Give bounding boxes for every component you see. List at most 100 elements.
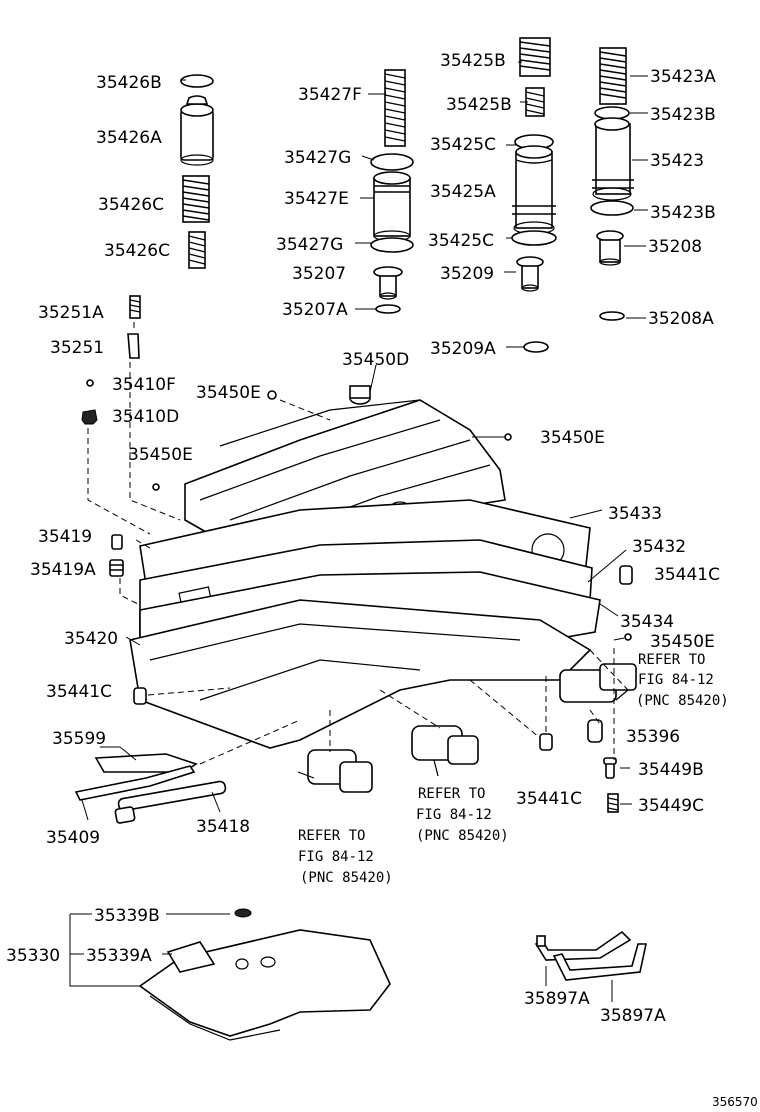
refer-center-line2: FIG 84-12 bbox=[416, 807, 492, 823]
label-35425C-1: 35425C bbox=[430, 135, 496, 155]
label-35441C-1: 35441C bbox=[654, 565, 720, 585]
label-35441C-2: 35441C bbox=[46, 682, 112, 702]
label-35897A-1: 35897A bbox=[524, 989, 590, 1009]
part-35410F-ball bbox=[86, 379, 94, 387]
label-35209A: 35209A bbox=[430, 339, 496, 359]
part-35208A-ring bbox=[599, 311, 625, 321]
label-35409: 35409 bbox=[46, 828, 100, 848]
part-35251-pin bbox=[127, 333, 140, 359]
part-35423-sleeve bbox=[592, 117, 634, 201]
label-35339A: 35339A bbox=[86, 946, 152, 966]
label-35427F: 35427F bbox=[298, 85, 362, 105]
label-35426C-2: 35426C bbox=[104, 241, 170, 261]
label-35426C-1: 35426C bbox=[98, 195, 164, 215]
label-35599: 35599 bbox=[52, 729, 106, 749]
label-35208A: 35208A bbox=[648, 309, 714, 329]
part-35207A-ring bbox=[375, 304, 401, 314]
refer-note-right: REFER TO FIG 84-12 (PNC 85420) bbox=[636, 652, 729, 709]
label-35450D: 35450D bbox=[342, 350, 409, 370]
leader-lines bbox=[69, 61, 648, 1002]
label-35450E-1: 35450E bbox=[196, 383, 261, 403]
part-35450E-ball-right bbox=[624, 633, 632, 641]
label-35251A: 35251A bbox=[38, 303, 104, 323]
part-35423B-ring-lower bbox=[590, 200, 634, 216]
part-35208-plug bbox=[596, 230, 624, 266]
part-35426A-plunger bbox=[180, 95, 214, 166]
label-35425B-2: 35425B bbox=[446, 95, 512, 115]
part-35897A-pipes bbox=[534, 930, 647, 981]
part-35441C-plug-center bbox=[539, 733, 553, 751]
part-35426C-spring-small bbox=[188, 231, 206, 269]
part-35396-plug bbox=[587, 719, 603, 743]
part-35426C-spring-large bbox=[182, 175, 210, 223]
part-35251A-spring bbox=[129, 295, 141, 319]
part-35209-plug bbox=[516, 256, 544, 292]
label-35897A-2: 35897A bbox=[600, 1006, 666, 1026]
part-35418-manual-valve bbox=[114, 780, 227, 824]
label-35208: 35208 bbox=[648, 237, 702, 257]
part-35441C-plug-left bbox=[133, 687, 147, 705]
assembly-dash-lines bbox=[87, 322, 629, 765]
part-35207-plug bbox=[373, 266, 403, 300]
part-35425B-spring-large bbox=[519, 37, 551, 77]
label-35330: 35330 bbox=[6, 946, 60, 966]
part-35427G-ring-lower bbox=[370, 237, 414, 253]
label-35434: 35434 bbox=[620, 612, 674, 632]
label-35420: 35420 bbox=[64, 629, 118, 649]
label-35427G-2: 35427G bbox=[276, 235, 343, 255]
label-35426A: 35426A bbox=[96, 128, 162, 148]
label-35419A: 35419A bbox=[30, 560, 96, 580]
part-35427E-sleeve bbox=[373, 171, 411, 242]
label-35207A: 35207A bbox=[282, 300, 348, 320]
label-35423A: 35423A bbox=[650, 67, 716, 87]
label-35450E-4: 35450E bbox=[650, 632, 715, 652]
refer-right-line3: (PNC 85420) bbox=[636, 693, 729, 709]
label-35432: 35432 bbox=[632, 537, 686, 557]
part-35427F-spring bbox=[384, 69, 406, 147]
refer-right-line2: FIG 84-12 bbox=[638, 672, 714, 688]
label-35209: 35209 bbox=[440, 264, 494, 284]
refer-center-line1: REFER TO bbox=[418, 786, 485, 802]
refer-note-left: REFER TO FIG 84-12 (PNC 85420) bbox=[298, 828, 393, 886]
label-35449B: 35449B bbox=[638, 760, 704, 780]
label-35339B: 35339B bbox=[94, 906, 160, 926]
part-35427G-ring-upper bbox=[370, 153, 414, 171]
part-35425C-ring-lower bbox=[511, 230, 557, 246]
part-35449C-spring bbox=[607, 793, 619, 813]
part-35419-retainer bbox=[111, 534, 123, 550]
refer-left-line1: REFER TO bbox=[298, 828, 365, 844]
part-labels: 35426B 35426A 35426C 35426C 35427F 35427… bbox=[6, 51, 720, 1026]
label-35419: 35419 bbox=[38, 527, 92, 547]
label-35207: 35207 bbox=[292, 264, 346, 284]
label-35410F: 35410F bbox=[112, 375, 176, 395]
label-35450E-2: 35450E bbox=[540, 428, 605, 448]
solenoid-right bbox=[559, 663, 637, 703]
label-35450E-3: 35450E bbox=[128, 445, 193, 465]
label-35425A: 35425A bbox=[430, 182, 496, 202]
refer-center-line3: (PNC 85420) bbox=[416, 828, 509, 844]
part-35339B-ring bbox=[234, 908, 252, 918]
label-35423B-1: 35423B bbox=[650, 105, 716, 125]
part-35209A-ring bbox=[523, 341, 549, 353]
part-35330-oil-strainer bbox=[138, 929, 391, 1041]
label-35427G-1: 35427G bbox=[284, 148, 351, 168]
label-35441C-3: 35441C bbox=[516, 789, 582, 809]
refer-left-line3: (PNC 85420) bbox=[300, 870, 393, 886]
label-35425C-2: 35425C bbox=[428, 231, 494, 251]
part-35409-lever bbox=[74, 765, 196, 801]
refer-note-center: REFER TO FIG 84-12 (PNC 85420) bbox=[416, 786, 509, 844]
part-35425B-spring-small bbox=[525, 87, 545, 117]
label-35425B-1: 35425B bbox=[440, 51, 506, 71]
part-35425A-sleeve bbox=[512, 145, 556, 235]
label-35396: 35396 bbox=[626, 727, 680, 747]
part-35441C-plug-upper bbox=[619, 565, 633, 585]
label-35410D: 35410D bbox=[112, 407, 179, 427]
label-35418: 35418 bbox=[196, 817, 250, 837]
part-35426B-ring bbox=[180, 74, 214, 88]
part-35420-lower-valve-body bbox=[129, 599, 592, 749]
part-35449B-pin bbox=[603, 757, 617, 779]
label-35427E: 35427E bbox=[284, 189, 349, 209]
label-35423B-2: 35423B bbox=[650, 203, 716, 223]
refer-left-line2: FIG 84-12 bbox=[298, 849, 374, 865]
